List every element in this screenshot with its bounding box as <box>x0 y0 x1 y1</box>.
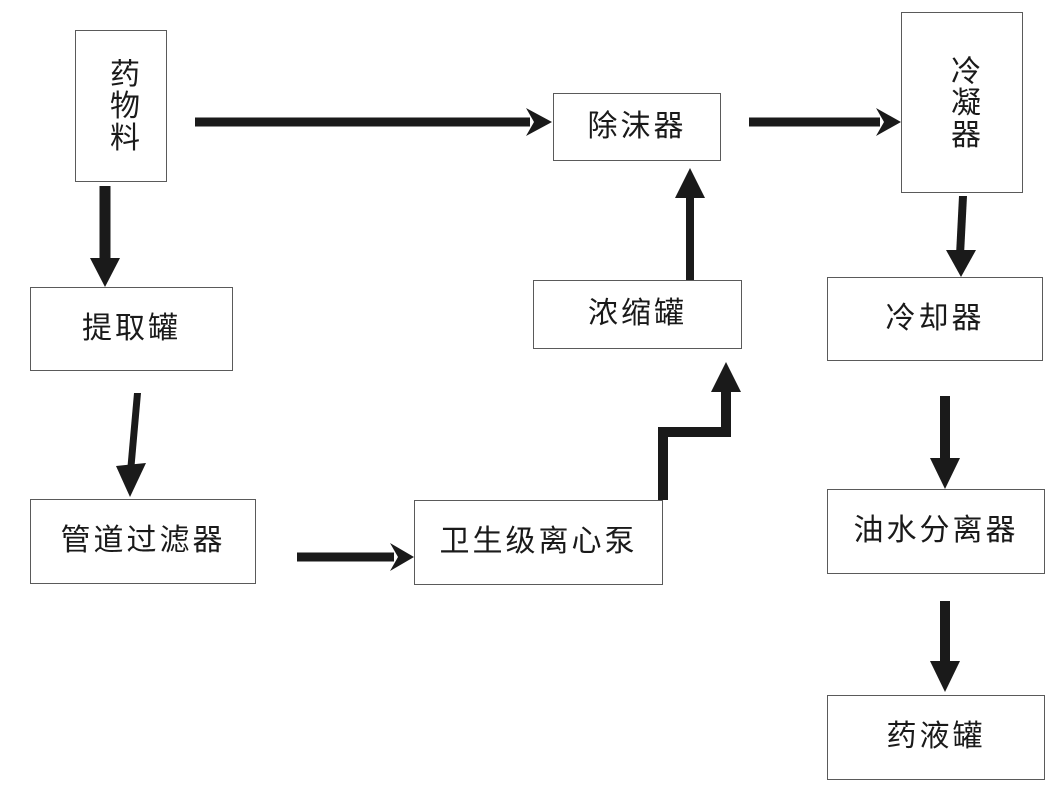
node-liquid-medicine-tank-label: 药液罐 <box>886 719 986 755</box>
edge-cooler-to-separator <box>930 396 960 489</box>
node-cooler[interactable]: 冷却器 <box>827 277 1043 361</box>
node-oil-water-separator[interactable]: 油水分离器 <box>827 489 1045 574</box>
edge-material-to-extraction <box>90 186 120 287</box>
edge-concentration-to-defoamer <box>675 168 705 280</box>
node-sanitary-centrifugal-pump[interactable]: 卫生级离心泵 <box>414 500 663 585</box>
edge-material-to-defoamer <box>195 108 552 136</box>
edge-filter-to-pump <box>297 543 414 571</box>
node-drug-material[interactable]: 药物料 <box>75 30 167 182</box>
node-cooler-label: 冷却器 <box>885 300 985 336</box>
node-concentration-tank[interactable]: 浓缩罐 <box>533 280 742 349</box>
edge-pump-to-concentration <box>658 362 741 500</box>
node-condenser[interactable]: 冷凝器 <box>901 12 1023 193</box>
edge-defoamer-to-condenser <box>749 108 901 136</box>
edge-condenser-to-cooler <box>946 196 976 277</box>
node-sanitary-centrifugal-pump-label: 卫生级离心泵 <box>439 524 638 560</box>
node-condenser-label: 冷凝器 <box>945 54 980 151</box>
node-defoamer-label: 除沫器 <box>587 108 687 144</box>
node-oil-water-separator-label: 油水分离器 <box>853 513 1019 549</box>
node-drug-material-label: 药物料 <box>104 58 139 154</box>
node-concentration-tank-label: 浓缩罐 <box>588 296 687 332</box>
node-pipeline-filter[interactable]: 管道过滤器 <box>30 499 256 584</box>
node-liquid-medicine-tank[interactable]: 药液罐 <box>827 695 1045 780</box>
edge-separator-to-tank <box>930 601 960 692</box>
node-defoamer[interactable]: 除沫器 <box>553 93 721 161</box>
node-pipeline-filter-label: 管道过滤器 <box>60 523 226 559</box>
edge-extraction-to-filter <box>116 393 146 497</box>
node-extraction-tank-label: 提取罐 <box>82 310 181 346</box>
node-extraction-tank[interactable]: 提取罐 <box>30 287 233 371</box>
